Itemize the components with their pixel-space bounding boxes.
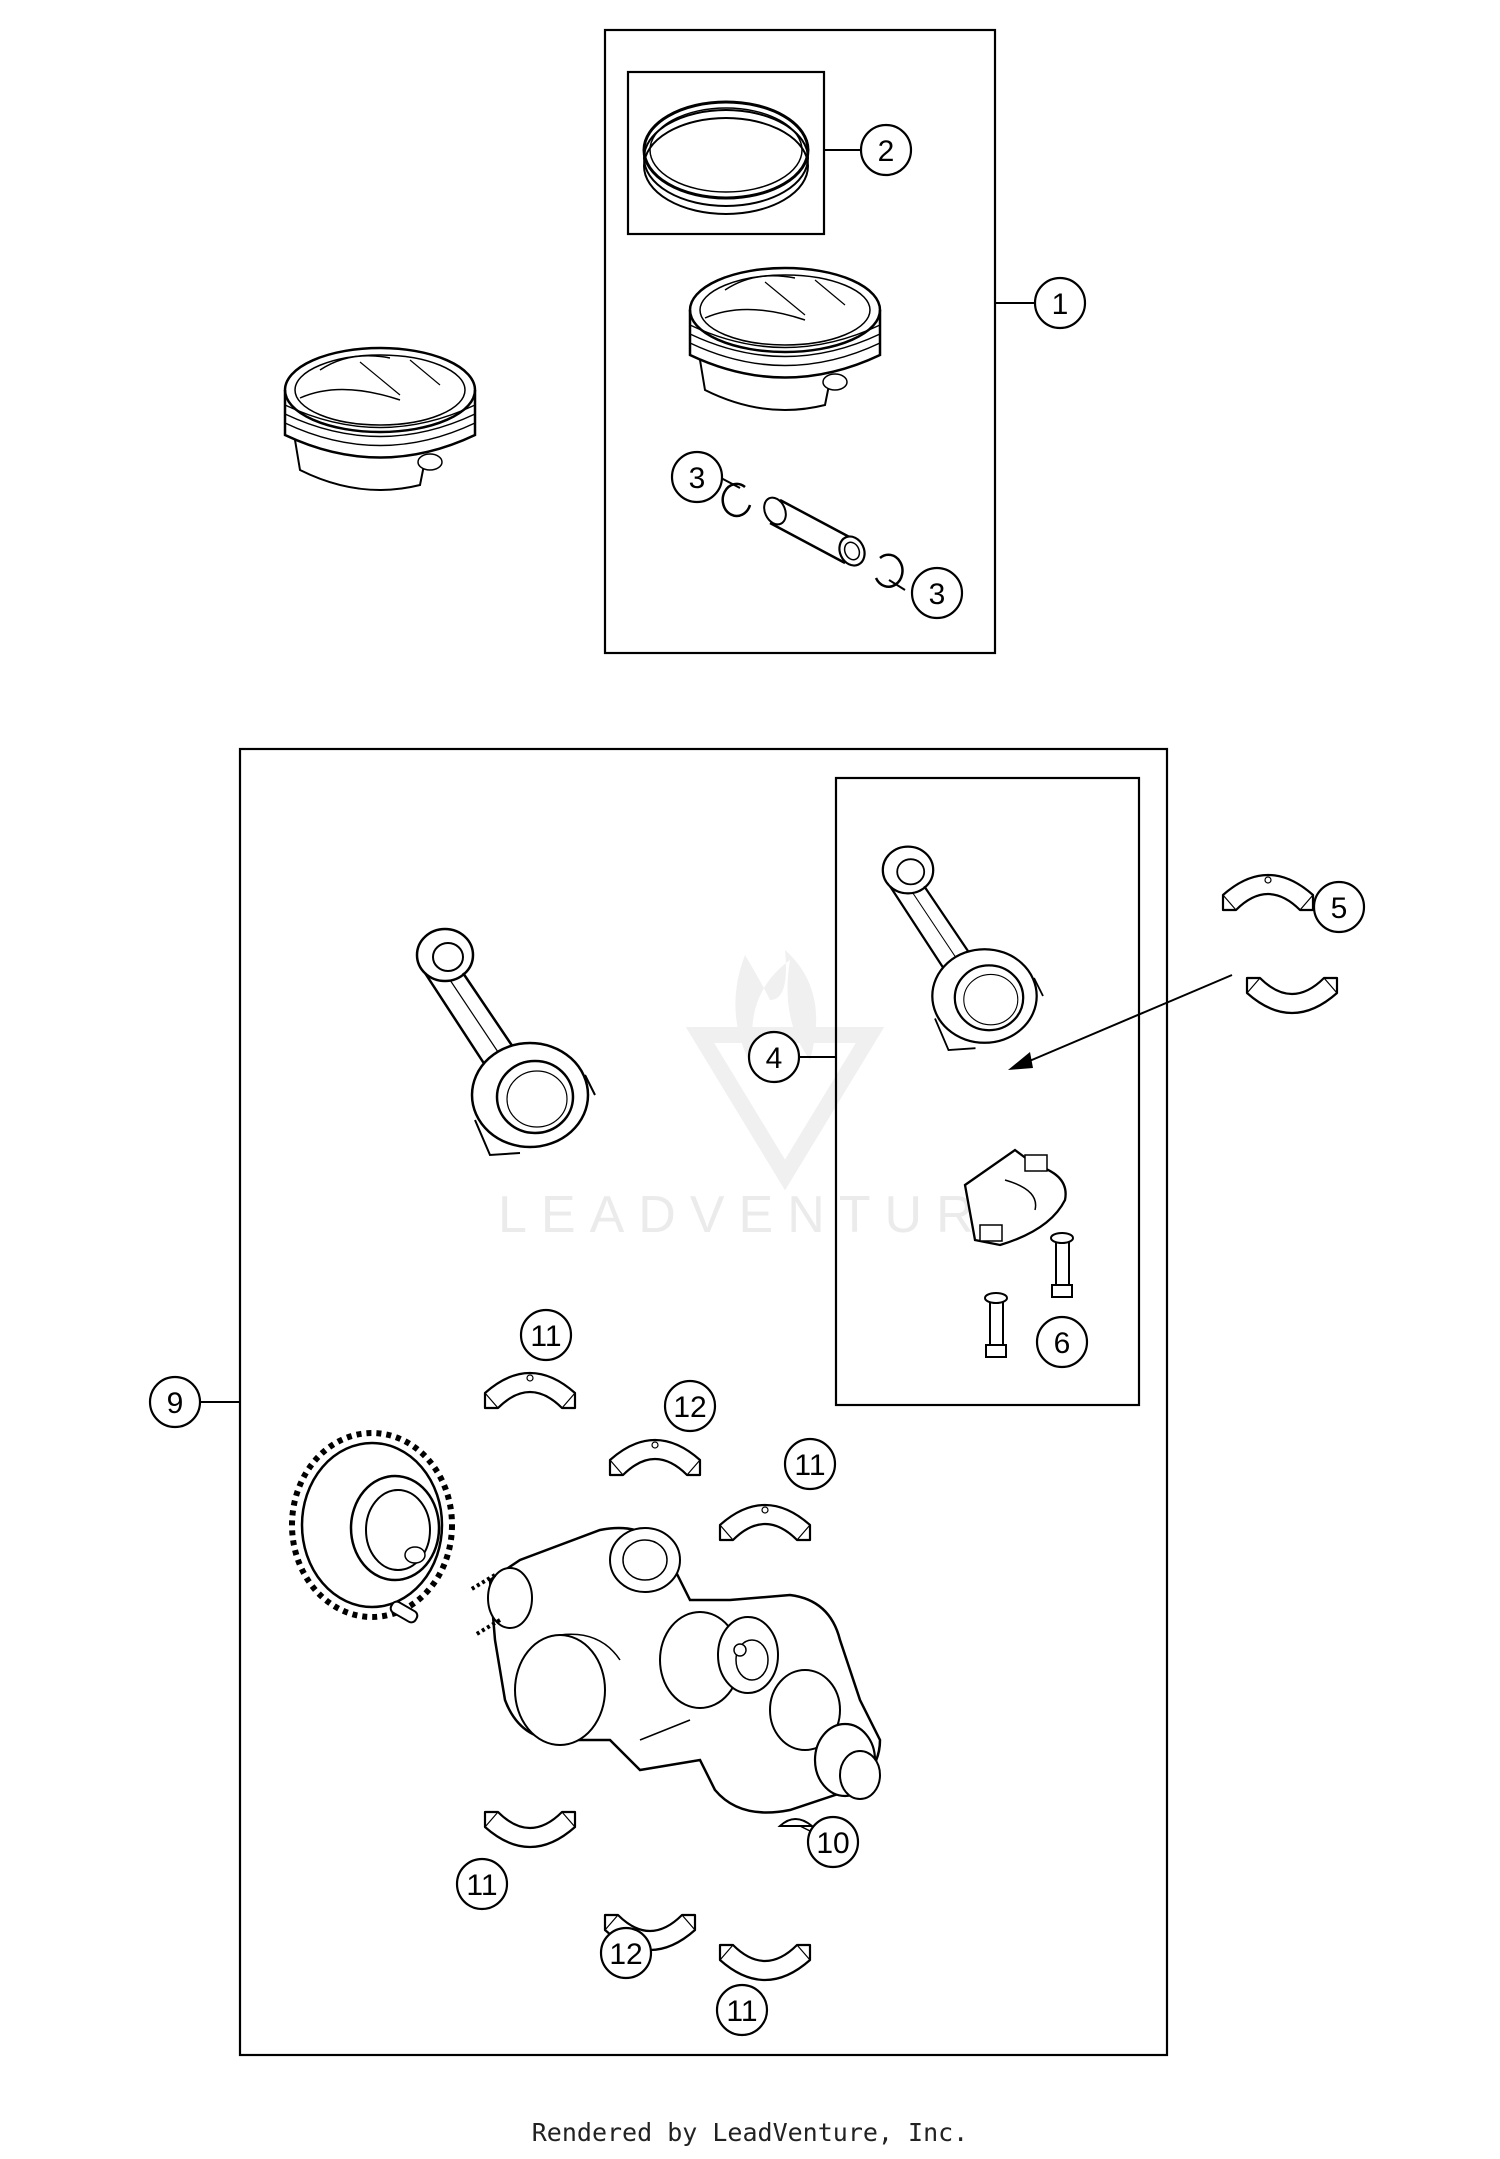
piston-pin-clip-right (874, 553, 904, 588)
footer-credit: Rendered by LeadVenture, Inc. (531, 2118, 969, 2147)
connecting-rod-left (415, 927, 597, 1157)
svg-text:12: 12 (609, 1938, 642, 1971)
crankshaft (468, 1526, 882, 1814)
callout-11-right: 11 (783, 1437, 837, 1491)
svg-text:2: 2 (878, 135, 895, 168)
callout-9: 9 (148, 1375, 202, 1429)
svg-text:6: 6 (1054, 1327, 1071, 1360)
svg-text:4: 4 (766, 1042, 783, 1075)
callout-3-left: 3 (670, 450, 724, 504)
callout-5: 5 (1312, 880, 1366, 934)
svg-text:11: 11 (726, 1995, 757, 2028)
svg-text:10: 10 (816, 1827, 849, 1860)
piston-standalone (283, 346, 477, 492)
piston (688, 266, 882, 412)
svg-text:11: 11 (466, 1869, 497, 1902)
crankshaft-gear (289, 1430, 455, 1620)
main-bearing-shell-11-right (718, 1503, 812, 1542)
svg-text:3: 3 (689, 462, 706, 495)
svg-text:12: 12 (673, 1391, 706, 1424)
piston-ring-set (642, 100, 810, 215)
callout-12-bottom: 12 (599, 1926, 653, 1980)
rod-bolt-upper (1050, 1232, 1074, 1298)
callout-11-bottom-left: 11 (455, 1857, 509, 1911)
svg-text:1: 1 (1052, 288, 1069, 321)
callout-12-top: 12 (663, 1379, 717, 1433)
svg-text:5: 5 (1331, 892, 1348, 925)
piston-pin-clip-left (721, 482, 752, 518)
main-bearing-shell-11-bottom-left (483, 1810, 577, 1849)
callout-3-right: 3 (910, 566, 964, 620)
main-bearing-shell-11-top (483, 1371, 577, 1410)
callout-1: 1 (1033, 276, 1087, 330)
connecting-rod-cap (963, 1148, 1067, 1247)
callout-11-bottom-right: 11 (715, 1983, 769, 2037)
callout-11-top: 11 (519, 1308, 573, 1362)
callout-4: 4 (747, 1030, 801, 1084)
dowel-pin (389, 1600, 419, 1624)
svg-text:11: 11 (794, 1449, 825, 1482)
piston-kit-frame (603, 28, 997, 655)
rod-bearing-shell-lower (1245, 976, 1339, 1015)
svg-text:9: 9 (167, 1387, 184, 1420)
main-bearing-shell-11-bottom-right (718, 1943, 812, 1982)
rod-bolt-lower (984, 1292, 1008, 1358)
piston-pin (763, 496, 866, 567)
connecting-rod-kit-frame (834, 776, 1141, 1407)
callout-2: 2 (859, 123, 913, 177)
piston-ring-set-frame (626, 70, 826, 236)
callout-10: 10 (806, 1815, 860, 1869)
woodruff-key (777, 1818, 815, 1827)
connecting-rod-kit (881, 845, 1045, 1052)
watermark-text: LEADVENTURE (498, 1186, 1036, 1244)
svg-text:11: 11 (530, 1320, 561, 1353)
main-bearing-shell-12-top (608, 1438, 702, 1477)
svg-text:3: 3 (929, 578, 946, 611)
rod-bearing-shell-upper (1221, 873, 1315, 912)
callout-6: 6 (1035, 1315, 1089, 1369)
